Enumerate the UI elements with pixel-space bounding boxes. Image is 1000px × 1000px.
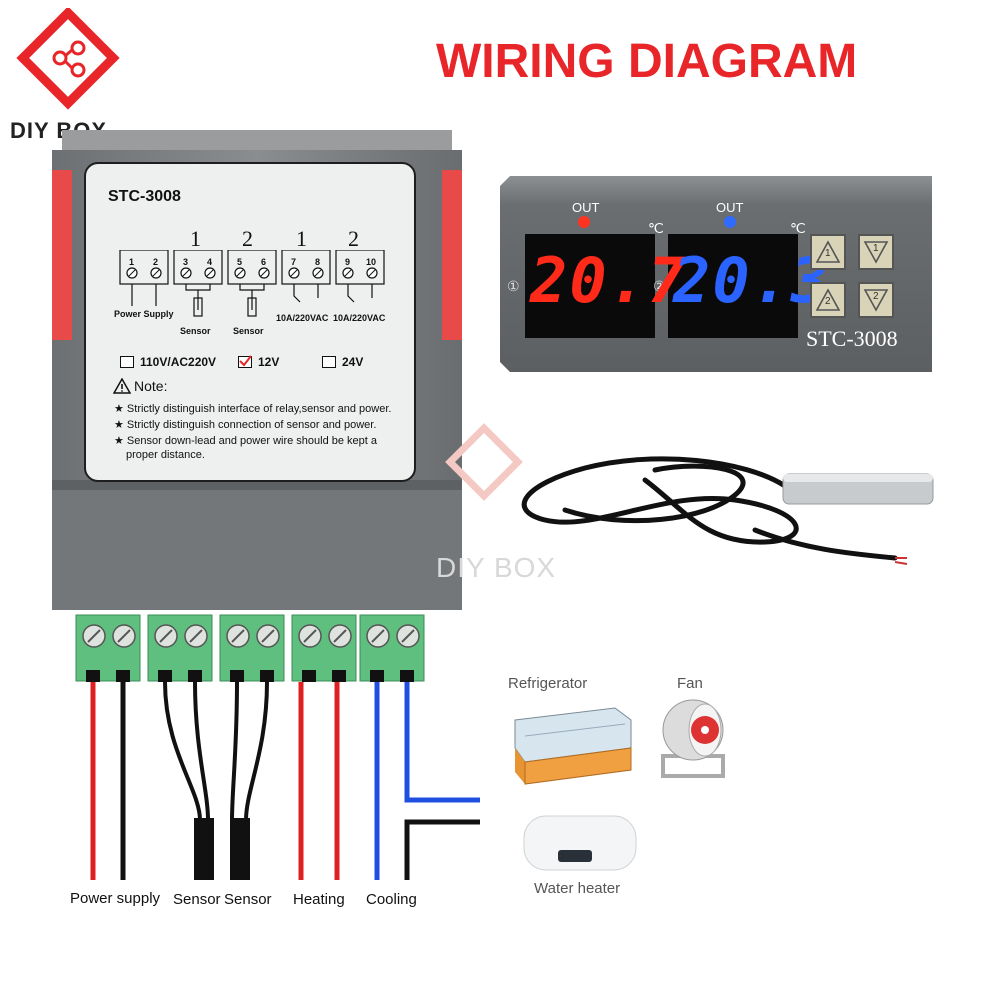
reading1-display: 20.7: [530, 244, 688, 317]
triangle-down-icon: [863, 241, 889, 264]
refrigerator-icon: [514, 707, 632, 785]
watermark-text: DIY BOX: [436, 552, 557, 583]
terminal-number: 10: [366, 257, 377, 267]
power-supply-terminal-label: Power Supply: [114, 309, 174, 319]
heating-wire-label: Heating: [293, 891, 345, 908]
terminal-number: 5: [237, 257, 243, 267]
out1-label: OUT: [572, 200, 600, 215]
note-item: proper distance.: [126, 449, 205, 461]
option-24v-label: 24V: [342, 355, 364, 369]
sensor-1-wire-label: Sensor: [173, 891, 221, 908]
triangle-up-icon: [815, 240, 841, 263]
note-title: Note:: [134, 378, 168, 394]
temperature-probe-icon: [521, 456, 934, 565]
note-item: ★ Sensor down-lead and power wire should…: [114, 435, 378, 447]
reading2-display: 20.3: [673, 244, 831, 317]
front-model-label: STC-3008: [806, 326, 898, 351]
option-24v-checkbox: [322, 356, 336, 368]
warning-icon: [113, 378, 131, 394]
up-2-button[interactable]: 2: [810, 282, 846, 318]
terminal-number: 2: [153, 257, 159, 267]
power-supply-wire-label: Power supply: [70, 890, 161, 907]
unit1-label: ℃: [648, 220, 664, 236]
diy-box-logo-icon: [16, 8, 120, 110]
note-item: ★ Strictly distinguish connection of sen…: [114, 419, 377, 431]
option-12v-label: 12V: [258, 355, 280, 369]
channel1-marker: ①: [507, 278, 520, 294]
water-heater-label: Water heater: [534, 880, 621, 897]
terminal-number: 8: [315, 257, 321, 267]
label-model: STC-3008: [108, 188, 181, 205]
sensor-1-terminal-label: Sensor: [180, 326, 211, 336]
terminal-number: 4: [207, 257, 213, 267]
watermark-logo-icon: [445, 423, 523, 501]
water-heater-icon: [523, 815, 637, 871]
controller-front-panel: [500, 176, 932, 372]
terminal-number: 1: [129, 257, 135, 267]
terminal-number: 9: [345, 257, 351, 267]
sensor-2-wire-label: Sensor: [224, 891, 272, 908]
relay-1-rating-label: 10A/220VAC: [276, 313, 329, 323]
up-1-button[interactable]: 1: [810, 234, 846, 270]
terminal-strip-diagram: [119, 250, 385, 317]
group-number: 2: [242, 226, 253, 251]
group-number: 1: [296, 226, 307, 251]
relay-2-rating-label: 10A/220VAC: [333, 313, 386, 323]
terminal-number: 6: [261, 257, 267, 267]
option-110v-checkbox: [120, 356, 134, 368]
cooling-wire-label: Cooling: [366, 891, 417, 908]
terminal-number: 3: [183, 257, 189, 267]
channel2-marker: ②: [653, 278, 666, 294]
terminal-number: 7: [291, 257, 297, 267]
note-item: ★ Strictly distinguish interface of rela…: [114, 403, 392, 415]
controller-label-panel: [84, 162, 416, 482]
group-number: 2: [348, 226, 359, 251]
fan-label: Fan: [677, 675, 703, 692]
sensor-2-terminal-label: Sensor: [233, 326, 264, 336]
refrigerator-label: Refrigerator: [508, 675, 588, 692]
wiring-diagram: [75, 614, 480, 880]
triangle-up-icon: [815, 288, 841, 311]
group-number: 1: [190, 226, 201, 251]
out2-label: OUT: [716, 200, 744, 215]
fan-icon: [661, 699, 725, 778]
down-2-button[interactable]: 2: [858, 282, 894, 318]
down-1-button[interactable]: 1: [858, 234, 894, 270]
option-12v-checkbox: [238, 355, 252, 368]
unit2-label: ℃: [790, 220, 806, 236]
page-title: WIRING DIAGRAM: [436, 35, 858, 88]
triangle-down-icon: [863, 289, 889, 312]
option-110v-label: 110V/AC220V: [140, 355, 217, 369]
